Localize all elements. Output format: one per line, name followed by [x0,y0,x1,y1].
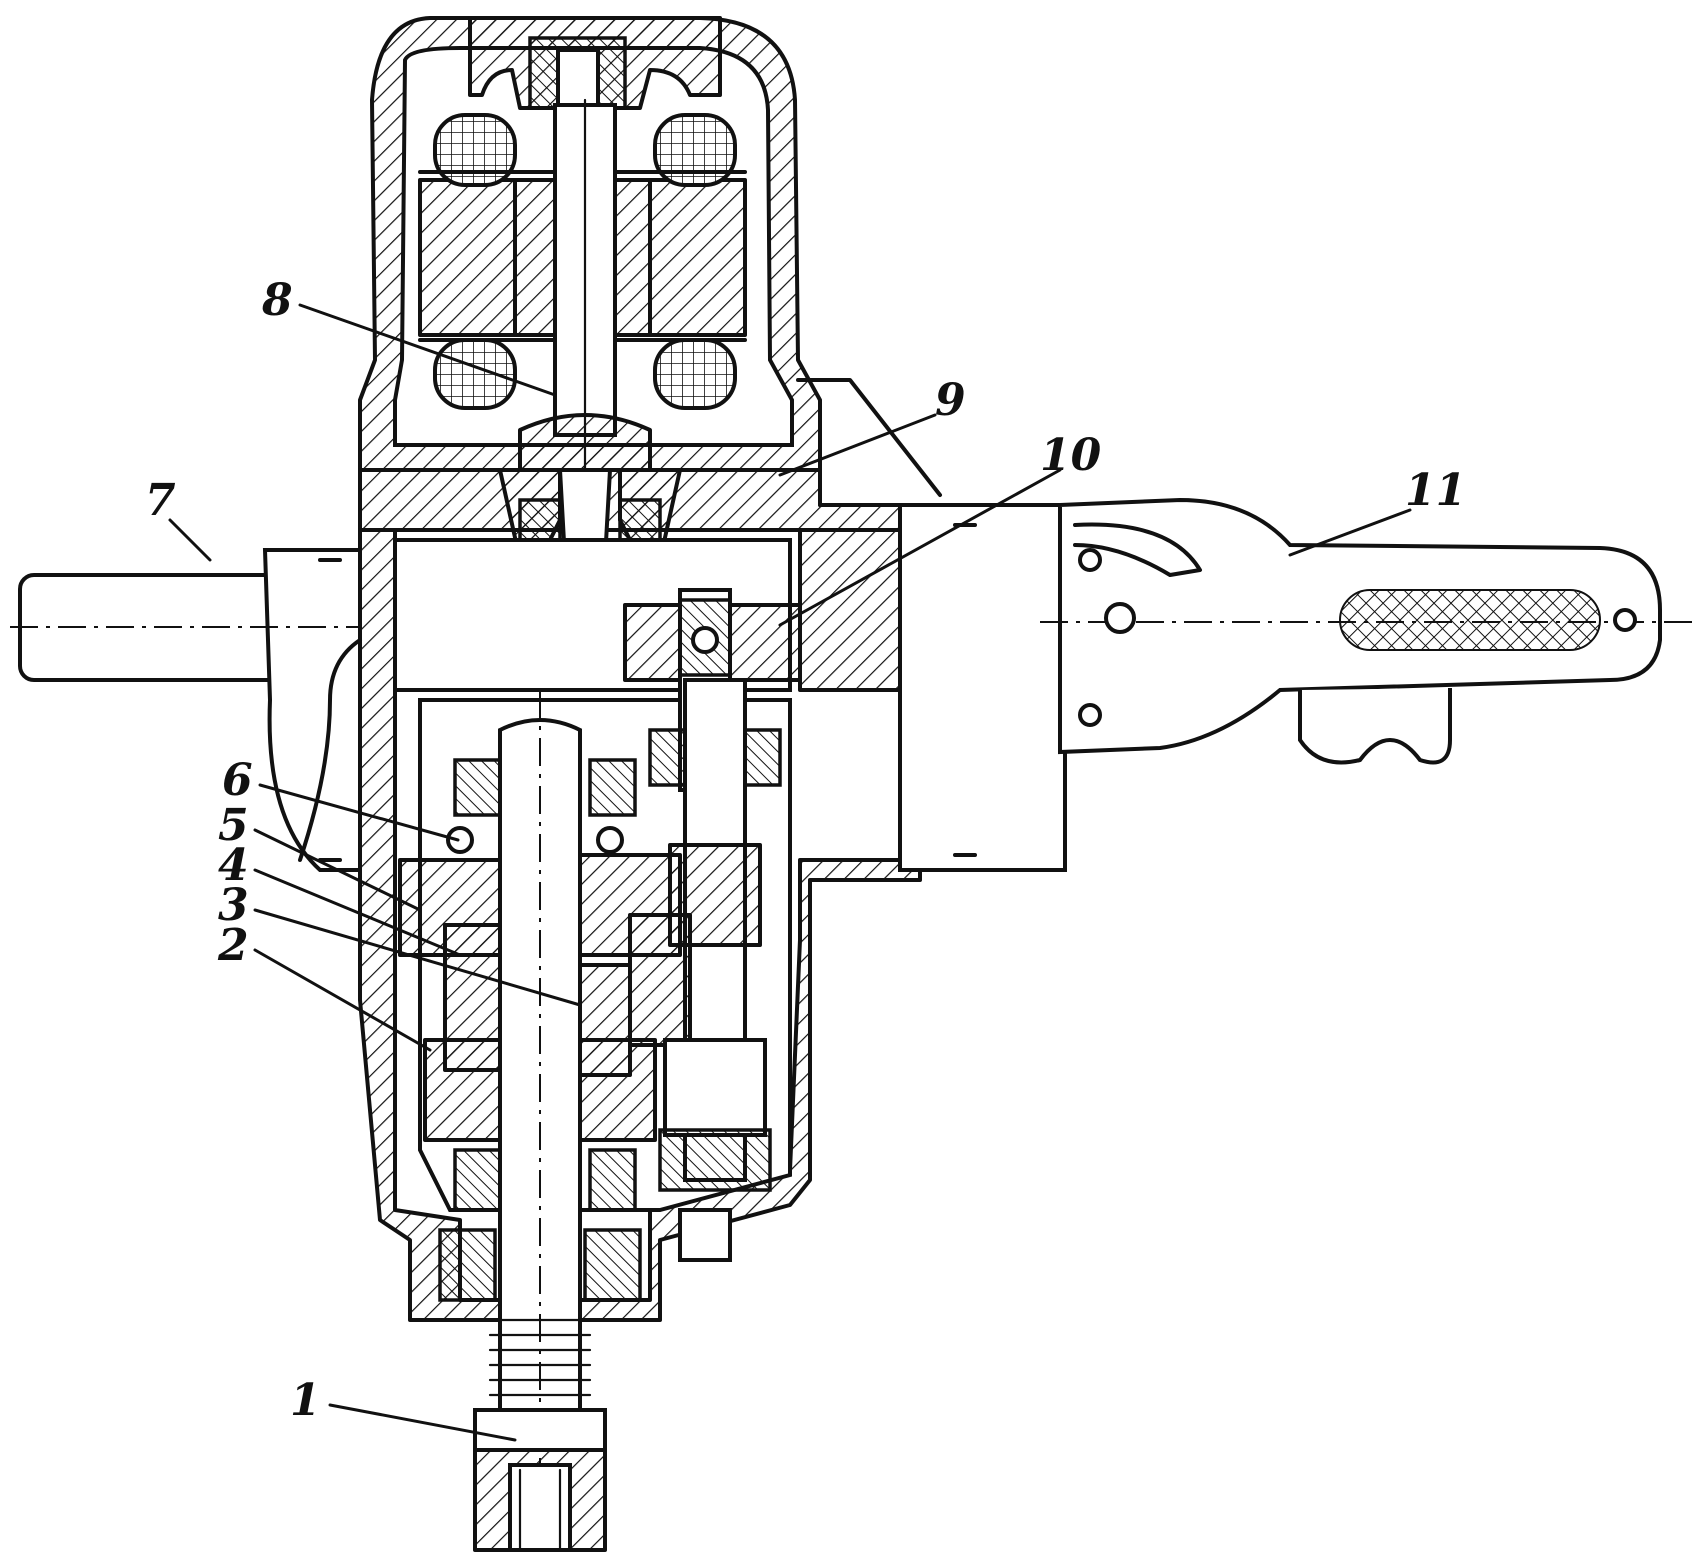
leader-6 [258,783,460,842]
label-3: 3 [218,880,249,931]
label-7: 7 [145,475,176,526]
output-socket [473,1408,607,1552]
leader-2 [253,948,432,1052]
leader-8 [298,303,557,397]
label-4: 4 [218,840,249,891]
leader-7 [168,518,212,562]
leader-4 [253,868,462,957]
label-6: 6 [222,755,253,806]
leader-10 [778,468,1062,627]
leader-11 [1288,508,1412,557]
label-5: 5 [218,800,249,851]
label-9: 9 [935,375,966,426]
output-spindle-assembly [398,690,682,1550]
leader-5 [253,828,422,912]
label-10: 10 [1040,430,1102,481]
rear-handle [898,497,1700,872]
label-11: 11 [1405,465,1466,516]
leader-9 [778,413,937,477]
part-labels: 1 2 3 4 5 6 7 8 9 10 11 [145,275,1466,1426]
leader-lines [168,303,1412,1442]
label-2: 2 [217,920,249,971]
motor-stator [418,113,747,410]
leader-1 [328,1403,517,1442]
label-1: 1 [290,1375,321,1426]
label-8: 8 [261,275,293,326]
side-handle [10,548,362,872]
motor-rotor [513,98,652,682]
leader-3 [253,908,582,1007]
